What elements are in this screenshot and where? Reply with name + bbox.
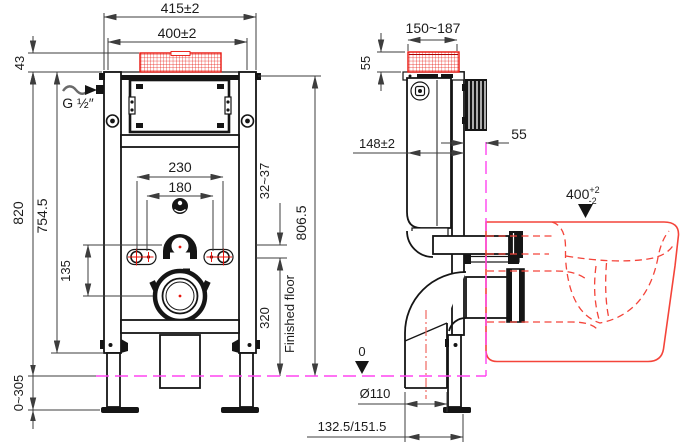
front-view-dimensions (28, 13, 321, 429)
foot-left (101, 407, 139, 413)
drain-box (159, 334, 201, 389)
access-box-clips (136, 84, 224, 128)
dim-bend-to-drain: 135 (58, 260, 73, 282)
front-view-frame (62, 51, 261, 413)
mid-crossbar (120, 134, 240, 148)
water-inlet-fitting (96, 85, 104, 94)
dim-drain-center-options: 132.5/151.5 (318, 419, 387, 434)
leg-bracket-right (232, 339, 239, 353)
flush-elbow (406, 230, 434, 258)
side-view-frame (402, 51, 525, 413)
wall-bracket (462, 79, 487, 131)
flush-pipe-fitting (509, 231, 523, 258)
leg-bracket-left (121, 339, 128, 353)
dim-plate-depth: 150~187 (406, 20, 461, 36)
flush-valve-icon (172, 198, 188, 214)
dim-top-to-floor: 806.5 (293, 205, 309, 240)
toilet-hidden-lines (487, 221, 676, 330)
dim-plate-height: 43 (12, 56, 27, 70)
leg-right (239, 352, 254, 408)
water-supply-arrow (85, 85, 97, 95)
dim-bolt-spacing-outer: 230 (168, 159, 192, 175)
lower-crossbar (120, 319, 240, 334)
drain-socket (149, 268, 211, 324)
dim-drain-diameter: Ø110 (360, 386, 391, 401)
flush-plate-notch (170, 51, 191, 56)
right-rail (238, 71, 257, 354)
drain-connector (465, 276, 509, 319)
left-rail (103, 71, 122, 354)
rail-bolt-right (240, 114, 255, 128)
water-supply-squiggle (62, 85, 90, 95)
dim-frame-depth: 148±2 (359, 136, 395, 151)
latch-left (128, 96, 136, 115)
label-finished-floor: Finished floor (282, 274, 297, 353)
dim-wall-clearance: 55 (511, 126, 527, 142)
rail-bolt-left (105, 114, 120, 128)
toilet-outline (485, 221, 680, 363)
fixing-bolt-right (203, 248, 234, 266)
dim-rim-height: 400+2-2 (566, 185, 600, 206)
leg-left (106, 352, 121, 408)
side-foot (443, 407, 471, 413)
inlet-valve (410, 81, 430, 101)
flush-bend (163, 234, 197, 259)
drain-elbow (404, 271, 467, 334)
dim-width-plate: 400±2 (158, 25, 197, 41)
dim-bolt-spacing-inner: 180 (168, 179, 192, 195)
dim-drain-to-floor: 320 (257, 307, 272, 329)
rim-height-marker (578, 204, 593, 218)
corner-bracket-left (99, 73, 105, 80)
dim-foot-adjust: 0~305 (11, 375, 26, 412)
dim-width-outer: 415±2 (161, 0, 200, 16)
dim-floor-zero: 0 (358, 344, 365, 359)
side-view-dimensions (307, 33, 593, 442)
flush-plate-side (407, 51, 460, 73)
dim-total-height: 820 (10, 201, 26, 225)
latch-screws (130, 100, 230, 112)
floor-zero-marker (355, 361, 369, 374)
label-inlet-thread: G ½″ (62, 95, 93, 111)
dim-rail-length: 754.5 (34, 198, 50, 233)
fixing-bolt-left (126, 248, 157, 266)
dim-adjust-range: 32~37 (257, 163, 272, 200)
flush-pipe (432, 235, 510, 255)
latch-right (224, 96, 232, 115)
top-seal-bar (121, 75, 239, 80)
foot-right (221, 407, 259, 413)
dim-plate-thickness: 55 (358, 56, 373, 70)
access-box (128, 78, 231, 134)
